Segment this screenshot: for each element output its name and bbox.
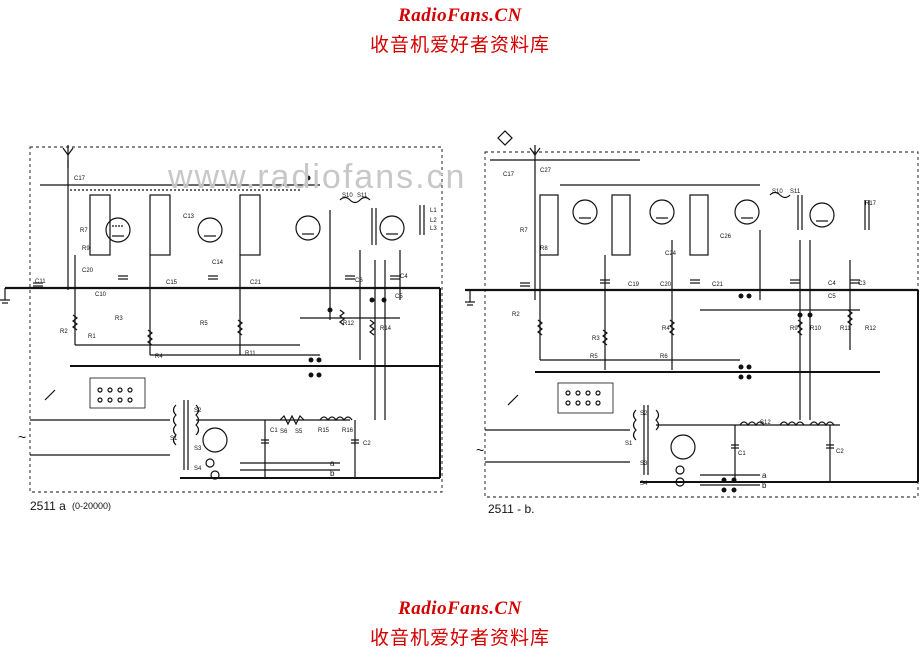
svg-text:C20: C20 [82, 268, 94, 274]
svg-text:S2: S2 [194, 408, 202, 414]
svg-text:R3: R3 [592, 336, 600, 342]
svg-text:R12: R12 [865, 326, 877, 332]
output-terminals: a b a b [330, 459, 767, 490]
svg-text:C14: C14 [212, 260, 224, 266]
svg-text:C4: C4 [828, 281, 836, 287]
terminal-a-right: a [762, 471, 767, 480]
svg-text:C15: C15 [166, 280, 178, 286]
svg-text:C17: C17 [503, 172, 515, 178]
svg-text:R7: R7 [520, 228, 528, 234]
svg-text:C20: C20 [660, 282, 672, 288]
svg-text:S2: S2 [640, 411, 648, 417]
svg-text:R7: R7 [80, 228, 88, 234]
svg-text:R2: R2 [60, 329, 68, 335]
svg-text:R3: R3 [115, 316, 123, 322]
schematic-b-labels: C17 C27 R7 R8 R2 R3 R4 R5 R6 R9 R10 R11 … [503, 168, 877, 487]
svg-text:R1: R1 [88, 334, 96, 340]
svg-text:R17: R17 [865, 201, 877, 207]
ac-symbol-a: ~ [18, 429, 26, 445]
caption-a: 2511 a [30, 499, 66, 513]
footer-subtitle: 收音机爱好者资料库 [369, 627, 550, 649]
svg-text:S3: S3 [640, 461, 648, 467]
schematic-a-drawing [0, 145, 443, 493]
svg-text:S1: S1 [170, 436, 178, 442]
svg-text:R9: R9 [790, 326, 798, 332]
svg-text:C10: C10 [95, 292, 107, 298]
svg-text:R5: R5 [590, 354, 598, 360]
svg-text:S11: S11 [357, 193, 368, 199]
svg-text:R10: R10 [810, 326, 822, 332]
ac-symbols: ~ ~ [18, 429, 484, 458]
svg-text:C13: C13 [183, 214, 195, 220]
caption-a-range: (0-20000) [72, 501, 112, 511]
svg-text:S6: S6 [280, 429, 288, 435]
svg-text:S10: S10 [772, 189, 783, 195]
svg-text:C24: C24 [665, 251, 677, 257]
svg-text:L2: L2 [430, 218, 437, 224]
svg-text:C2: C2 [836, 449, 844, 455]
svg-text:R6: R6 [660, 354, 668, 360]
svg-text:S5: S5 [295, 429, 303, 435]
svg-text:R11: R11 [245, 351, 256, 357]
svg-text:R4: R4 [155, 354, 163, 360]
svg-text:C4: C4 [400, 274, 408, 280]
header-subtitle: 收音机爱好者资料库 [369, 34, 550, 56]
watermark: www.radiofans.cn [168, 158, 467, 196]
svg-text:C2: C2 [363, 441, 371, 447]
svg-text:C19: C19 [628, 282, 640, 288]
svg-text:S10: S10 [342, 193, 353, 199]
header-brand: RadioFans.CN [398, 5, 522, 26]
terminal-b-right: b [762, 481, 767, 490]
svg-text:C5: C5 [828, 294, 836, 300]
caption-b: 2511 - b. [488, 502, 535, 516]
terminal-b-left: b [330, 469, 335, 478]
svg-text:C1: C1 [738, 451, 746, 457]
svg-text:S12: S12 [760, 420, 771, 426]
svg-text:S11: S11 [790, 189, 801, 195]
svg-text:C17: C17 [74, 176, 86, 182]
footer-brand: RadioFans.CN [398, 598, 522, 619]
svg-text:R2: R2 [512, 312, 520, 318]
svg-text:C5: C5 [395, 294, 403, 300]
svg-text:R9: R9 [82, 246, 90, 252]
svg-text:C21: C21 [250, 280, 262, 286]
svg-text:S3: S3 [194, 446, 202, 452]
svg-text:R11: R11 [840, 326, 851, 332]
svg-text:C3: C3 [858, 281, 866, 287]
svg-text:R16: R16 [342, 428, 354, 434]
svg-text:R8: R8 [540, 246, 548, 252]
svg-text:C11: C11 [35, 279, 46, 285]
schematic-b-drawing [465, 130, 919, 498]
schematic-a-labels: C17 R7 R9 C20 R2 R1 R3 R4 C11 C10 C13 C1… [35, 176, 437, 472]
svg-text:C26: C26 [720, 234, 732, 240]
ac-symbol-b: ~ [476, 442, 484, 458]
svg-text:C21: C21 [712, 282, 724, 288]
svg-text:R12: R12 [343, 321, 355, 327]
svg-text:L3: L3 [430, 226, 437, 232]
svg-text:S1: S1 [625, 441, 633, 447]
svg-text:C1: C1 [270, 428, 278, 434]
svg-text:R5: R5 [200, 321, 208, 327]
svg-text:S4: S4 [640, 481, 648, 487]
svg-text:R4: R4 [662, 326, 670, 332]
svg-text:S4: S4 [194, 466, 202, 472]
svg-text:C6: C6 [355, 278, 363, 284]
svg-text:R15: R15 [318, 428, 330, 434]
svg-text:C27: C27 [540, 168, 552, 174]
terminal-a-left: a [330, 459, 335, 468]
svg-text:R14: R14 [380, 326, 392, 332]
svg-text:L1: L1 [430, 208, 437, 214]
